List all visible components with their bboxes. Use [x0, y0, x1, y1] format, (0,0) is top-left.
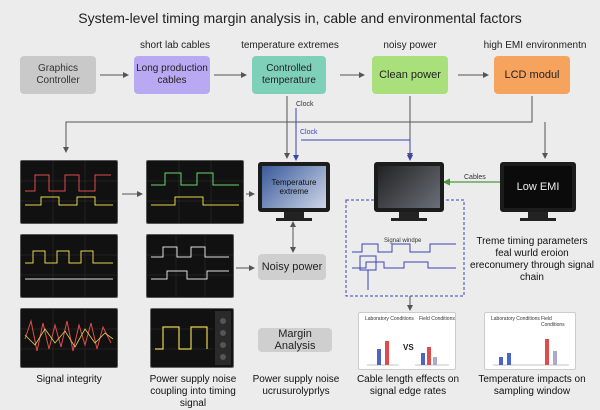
graphics-controller-box: Graphics Controller: [20, 56, 96, 94]
oscilloscope-icon: [20, 160, 118, 224]
signal-trace: [352, 261, 456, 269]
arrow-down-icon: [63, 96, 533, 153]
clock-label: Clock: [296, 101, 314, 108]
caption-temperature-impacts: Temperature impacts on sampling window: [478, 374, 586, 397]
oscilloscope-icon: [146, 160, 244, 224]
monitor-icon: [374, 162, 444, 224]
monitor-icon: Temperature extreme: [258, 162, 330, 224]
long-cables-box: Long production cables: [134, 56, 210, 94]
column-label-noisy-power: noisy power: [383, 40, 437, 51]
cable-comparison-panel: Laboratory Conditions Field Conditions V…: [358, 312, 456, 370]
column-label-short-lab-cables: short lab cables: [139, 40, 211, 51]
column-label-temperature-extremes: temperature extremes: [241, 40, 339, 51]
cables-label: Cables: [464, 174, 486, 181]
controlled-temperature-box: Controlled temperature: [252, 56, 326, 94]
monitor-icon: Low EMI: [500, 162, 576, 224]
clock-line: [301, 139, 413, 161]
signal-trace: [352, 243, 456, 253]
noisy-power-box: Noisy power: [258, 254, 326, 280]
signal-window-label: Signal windpe: [384, 238, 422, 244]
caption-signal-integrity: Signal integrity: [36, 374, 102, 385]
oscilloscope-icon: [20, 308, 118, 368]
low-emi-screen: Low EMI: [500, 162, 576, 212]
clean-power-box: Clean power: [372, 56, 448, 94]
lcd-module-box: LCD modul: [494, 56, 570, 94]
margin-analysis-box: Margin Analysis: [258, 328, 332, 352]
panel-heading: Field Conditions: [541, 316, 565, 328]
diagram-canvas: System-level timing margin analysis in, …: [20, 10, 594, 409]
caption-cable-length: Cable length effects on signal edge rate…: [356, 374, 460, 397]
vs-icon: VS: [403, 343, 414, 352]
panel-heading: Laboratory Conditions: [365, 316, 414, 322]
clock-label: Clock: [300, 129, 318, 136]
monitor-screen: Temperature extreme: [258, 162, 330, 212]
page-title: System-level timing margin analysis in, …: [78, 10, 522, 26]
connector-layer: [63, 72, 548, 311]
oscilloscope-icon: [146, 234, 234, 298]
caption-power-noise-coupling: Power supply noise coupling into timing …: [149, 374, 237, 409]
panel-heading: Field Conditions: [419, 316, 455, 322]
temperature-comparison-panel: Laboratory Conditions Field Conditions: [484, 312, 576, 370]
column-label-high-emi: high EMI environmentn: [483, 40, 587, 51]
oscilloscope-icon: [150, 308, 234, 368]
panel-heading: Laboratory Conditions: [491, 316, 540, 322]
oscilloscope-icon: [20, 234, 118, 298]
signal-window-region: [345, 199, 465, 297]
caption-power-noise: Power supply noise ucrusurolyprlys: [252, 374, 340, 397]
timing-parameters-note: Treme timing parameters feal wurld eroio…: [470, 236, 594, 283]
